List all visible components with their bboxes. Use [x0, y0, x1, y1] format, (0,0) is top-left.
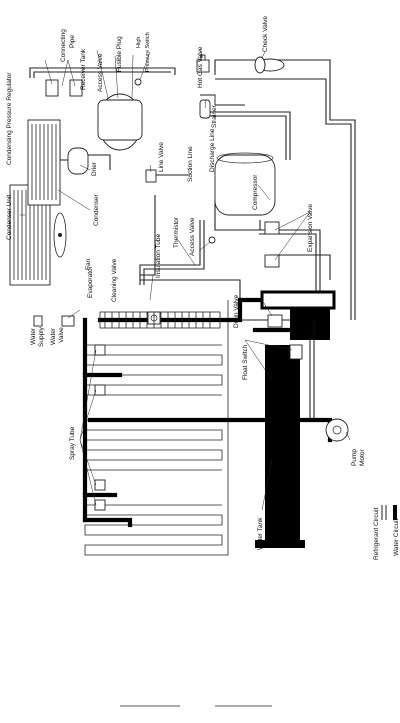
label-water-valve-2: Valve: [58, 327, 65, 343]
labels: Check Valve Hot Gas Valve High Pressure …: [6, 16, 366, 550]
label-connecting-pipe-2: Pipe: [69, 35, 76, 48]
label-high-pressure-switch-1: High: [136, 37, 142, 48]
label-condensing-pressure-regulator: Condensing Pressure Regulator: [6, 72, 13, 165]
label-drain: Drain: [311, 320, 318, 336]
label-insulation-tube: Insulation Tube: [155, 234, 162, 278]
water-valve: [33, 315, 75, 327]
label-water-supply-2: Supply: [38, 326, 45, 347]
label-evaporator: Evaporator: [87, 265, 94, 298]
line-valve: [145, 169, 157, 183]
label-pump-motor-1: Pump: [351, 449, 358, 466]
label-fan: Fan: [85, 258, 92, 270]
drain-valve: [267, 314, 283, 328]
label-condenser-unit: Condenser Unit: [6, 195, 13, 240]
condenser: [27, 119, 61, 206]
float-switch: [289, 344, 303, 360]
label-connecting-pipe-1: Connecting: [60, 29, 67, 62]
label-pump-motor-2: Motor: [359, 449, 366, 466]
drier: [67, 147, 89, 175]
label-line-valve: Line Valve: [158, 142, 165, 172]
label-compressor: Compressor: [252, 174, 259, 210]
expansion-valve: [264, 221, 280, 268]
label-suction-line: Suction Line: [187, 146, 194, 182]
label-access-valve-mid: Access Valve: [189, 217, 196, 256]
label-strainer: Strainer: [211, 104, 218, 128]
label-receiver-tank: Receiver Tank: [80, 48, 87, 90]
label-discharge-line: Discharge Line: [209, 128, 216, 172]
legend-water-swatch: [393, 505, 397, 520]
spray-tube: [94, 344, 106, 511]
condenser-unit: [9, 184, 51, 286]
pump-motor: [325, 418, 349, 442]
access-valve: [134, 78, 216, 244]
strainer: [199, 99, 211, 119]
label-condenser: Condenser: [93, 193, 100, 226]
label-drain-valve: Drain Valve: [233, 294, 240, 328]
label-water-valve-1: Water: [50, 327, 57, 345]
receiver-tank: [97, 93, 143, 151]
label-float-switch: Float Switch: [242, 344, 249, 380]
label-check-valve: Check Valve: [262, 16, 269, 52]
compressor: [214, 152, 276, 216]
label-access-valve-top: Access Valve: [97, 53, 104, 92]
pressure-regulator: [45, 79, 83, 97]
fan-icon: [53, 212, 67, 258]
evaporator: [99, 311, 221, 329]
label-cleaning-valve: Cleaning Valve: [111, 258, 118, 302]
label-expansion-valve: Expansion Valve: [307, 204, 314, 252]
legend-water: Water Circuit: [393, 518, 400, 556]
legend: Refrigerant Circuit Water Circuit: [373, 505, 400, 560]
check-valve: [254, 56, 285, 74]
label-hot-gas-valve: Hot Gas Valve: [197, 46, 204, 88]
label-thermistor: Thermistor: [173, 216, 180, 248]
label-fusible-plug: Fusible Plug: [116, 36, 123, 72]
legend-refrigerant: Refrigerant Circuit: [373, 507, 380, 560]
label-spray-tube: Spray Tube: [69, 426, 76, 460]
label-high-pressure-switch-2: Pressure Switch: [145, 32, 151, 72]
leader-lines: [20, 49, 351, 511]
label-water-tank: Water Tank: [257, 517, 264, 550]
label-drier: Drier: [91, 161, 98, 176]
label-water-supply-1: Water: [30, 327, 37, 345]
